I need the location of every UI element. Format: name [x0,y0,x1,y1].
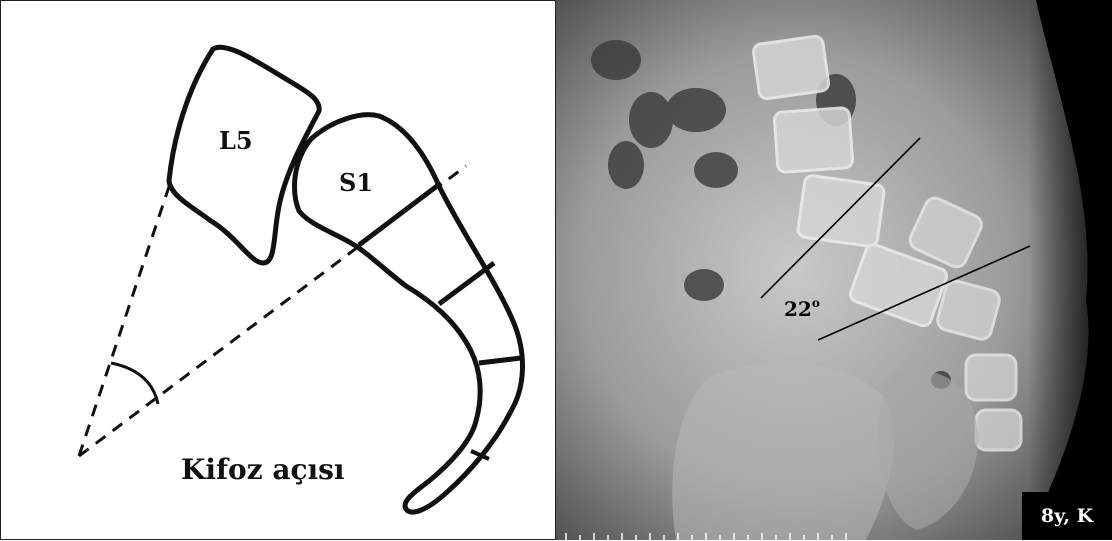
xray-panel: 22o [556,0,1112,540]
l5-vertebra [169,47,319,263]
schematic-drawing: L5 S1 Kifoz açısı [1,1,557,541]
kyphosis-angle-caption: Kifoz açısı [181,453,345,486]
patient-info-badge: 8y, K [1022,492,1112,540]
l5-label: L5 [219,126,253,155]
iliac-bone [672,363,894,540]
angle-arc [111,363,158,404]
xray-image: 22o [556,0,1112,540]
s1-label: S1 [339,168,373,197]
schematic-panel: L5 S1 Kifoz açısı [0,0,556,540]
